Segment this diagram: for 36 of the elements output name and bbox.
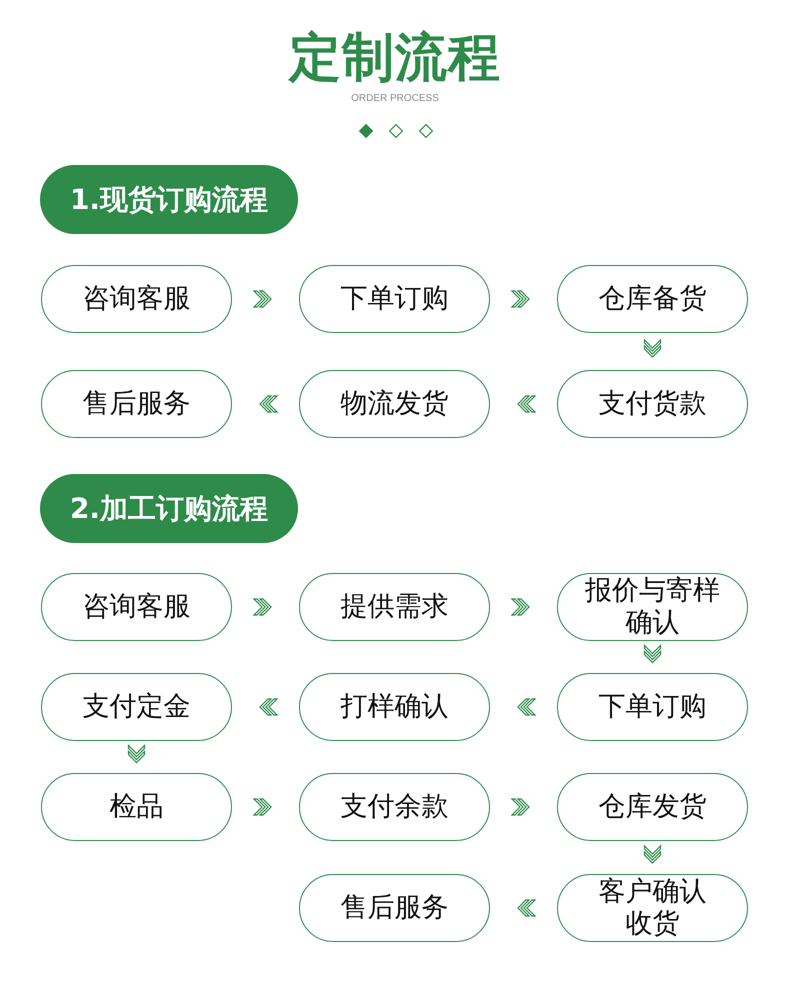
section-header-pill: 1.现货订购流程 [40,165,298,234]
process-step-box: 检品 [41,773,232,841]
process-step-box: 支付货款 [557,370,748,438]
chevron-arrow [128,744,146,764]
subtitle-text: ORDER PROCESS [351,93,439,105]
chevron-arrow [517,899,536,917]
process-step-box: 下单订购 [299,265,490,333]
process-step-box: 打样确认 [299,673,490,741]
chevron-arrow [510,290,530,308]
process-step-box: 支付定金 [41,673,232,741]
chevron-arrow [510,598,530,616]
process-step-box: 售后服务 [299,874,490,942]
chevron-arrow [252,798,272,816]
chevron-arrow [644,844,662,864]
process-step-box: 客户确认收货 [557,874,748,942]
process-step-box: 售后服务 [41,370,232,438]
chevron-arrow [517,395,536,413]
chevron-arrow [259,395,278,413]
process-step-box: 提供需求 [299,573,490,641]
process-step-box: 仓库备货 [557,265,748,333]
process-step-box: 下单订购 [557,673,748,741]
process-step-box: 报价与寄样确认 [557,573,748,641]
process-step-box: 支付余款 [299,773,490,841]
chevron-arrow [510,798,530,816]
chevron-arrow [644,644,662,664]
process-step-box: 咨询客服 [41,573,232,641]
chevron-arrow [252,290,272,308]
chevron-arrow [644,338,662,358]
process-step-box: 咨询客服 [41,265,232,333]
title-text: 定制流程 [289,31,501,85]
process-step-box: 仓库发货 [557,773,748,841]
process-step-box: 物流发货 [299,370,490,438]
chevron-arrow [517,698,536,716]
section-header-pill: 2.加工订购流程 [40,474,298,543]
chevron-arrow [252,598,272,616]
chevron-arrow [259,698,278,716]
